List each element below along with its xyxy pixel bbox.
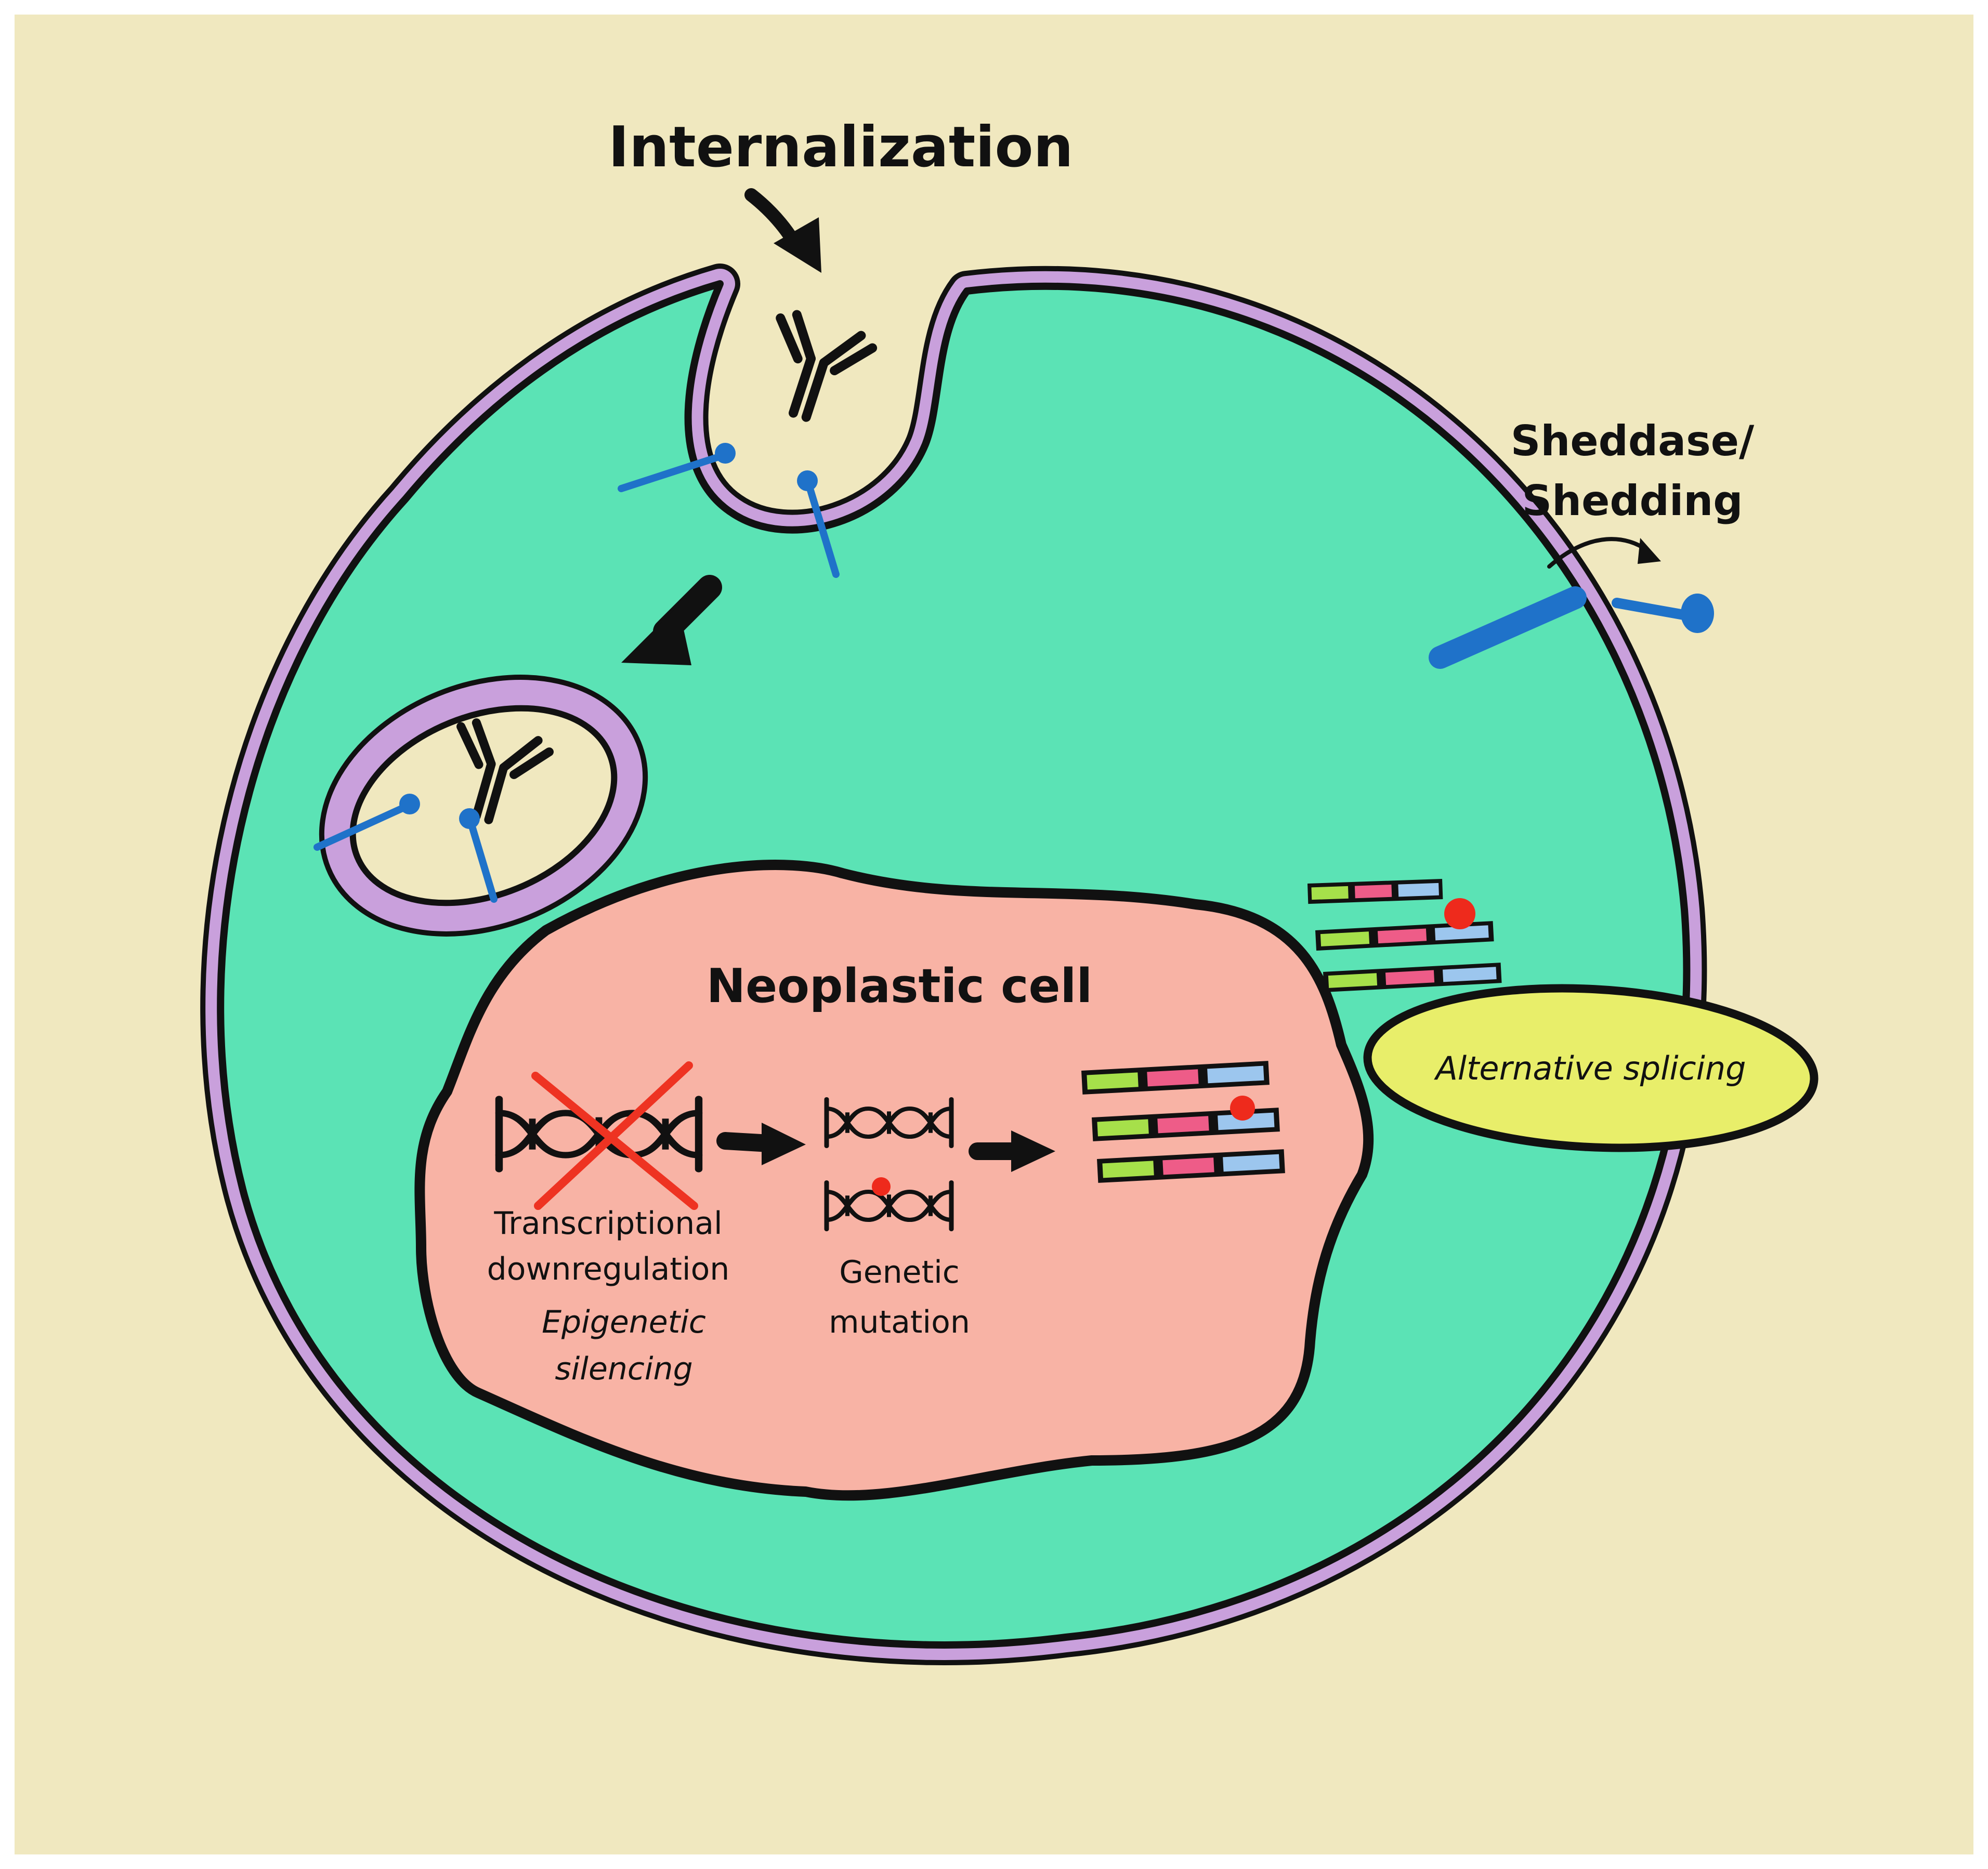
label-alternative-splicing: Alternative splicing: [1435, 1049, 1746, 1087]
label-mutation: mutation: [829, 1304, 970, 1340]
label-epigenetic: Epigenetic: [542, 1304, 706, 1340]
endosome-receptors: [313, 794, 498, 903]
internalization-arrow: [744, 188, 821, 273]
label-downregulation: downregulation: [487, 1251, 730, 1287]
label-shedding: Shedding: [1522, 477, 1743, 525]
step-arrow-2: [969, 1130, 1055, 1172]
membrane-stub-receptor: [1429, 586, 1587, 669]
transcript-mutation-dot: [1230, 1096, 1255, 1121]
shedding-group: [1429, 537, 1714, 669]
label-genetic: Genetic: [839, 1254, 960, 1291]
nucleus: [414, 860, 1374, 1501]
label-internalization: Internalization: [608, 115, 1074, 180]
label-transcriptional: Transcriptional: [494, 1205, 723, 1242]
endocytosis-arrow: [621, 575, 722, 665]
cyto-mutation-dot: [1444, 898, 1475, 929]
label-neoplastic-cell: Neoplastic cell: [706, 959, 1093, 1014]
pit-receptors: [618, 443, 840, 578]
label-silencing: silencing: [555, 1351, 693, 1387]
silencing-cross: [531, 1061, 698, 1210]
alternative-splicing-ellipse: [1363, 984, 1819, 1152]
step-arrow-1: [716, 1123, 806, 1165]
shed-ectodomain: [1612, 598, 1695, 621]
dna-mutation-dot: [872, 1177, 891, 1196]
label-sheddase: Sheddase/: [1510, 417, 1755, 465]
